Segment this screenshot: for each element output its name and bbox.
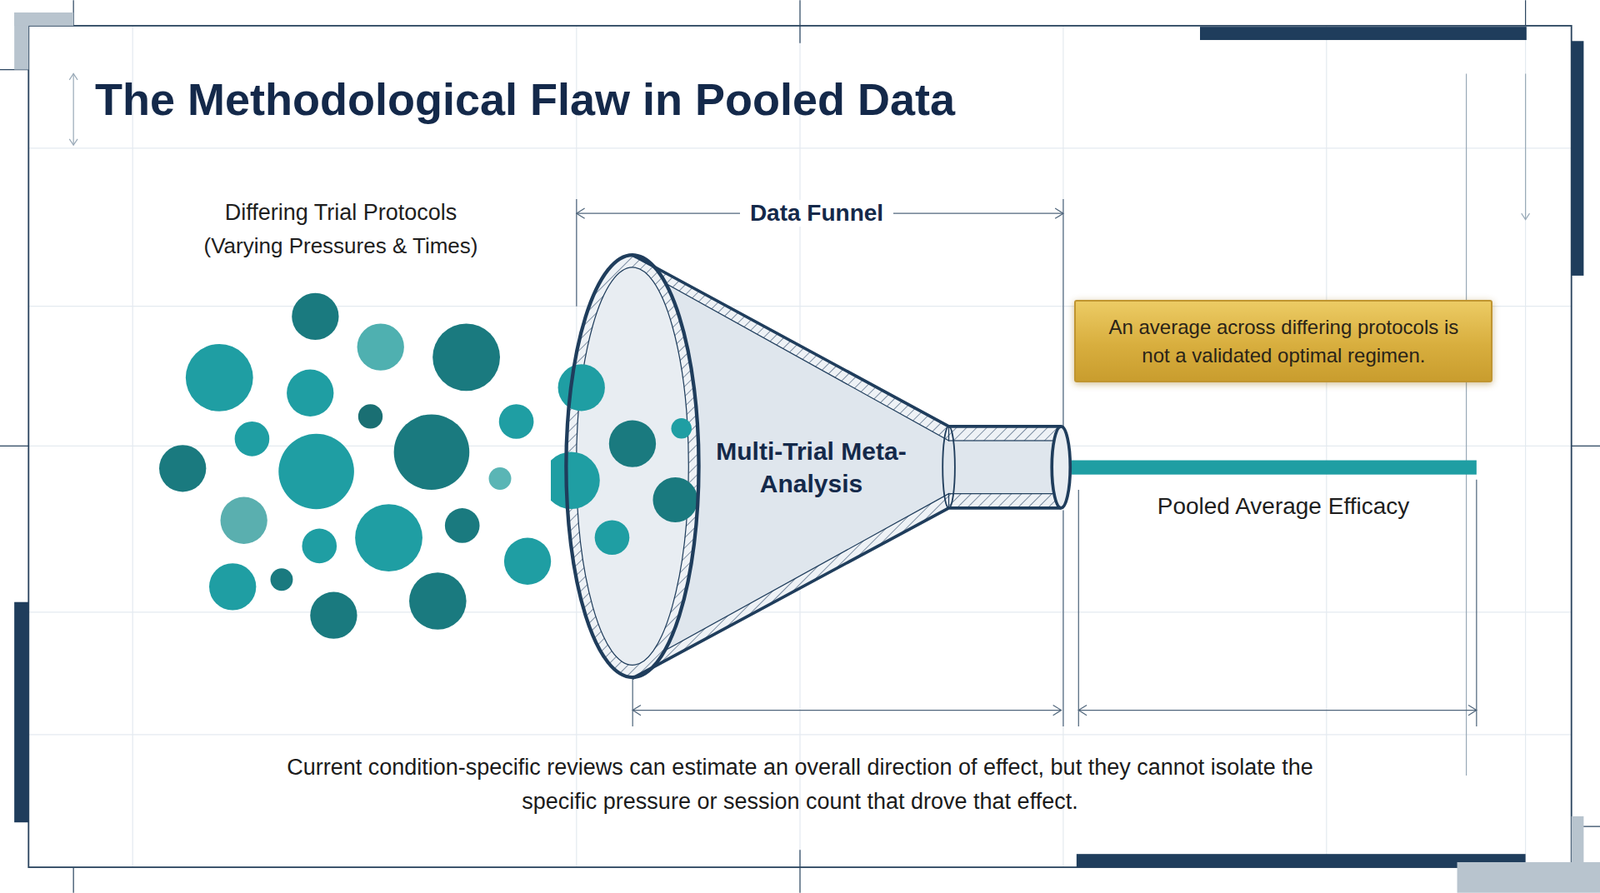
frame-border xyxy=(28,25,1571,868)
data-dot xyxy=(432,323,500,391)
tube-hatch xyxy=(949,494,1064,509)
funnel-shape xyxy=(550,250,1077,684)
data-dot xyxy=(609,420,656,467)
data-dot xyxy=(409,572,467,630)
tube-hatch xyxy=(949,426,1064,441)
title: The Methodological Flaw in Pooled Data xyxy=(95,73,955,125)
data-dot xyxy=(550,451,600,510)
data-dot xyxy=(358,404,383,429)
data-dot xyxy=(291,293,339,340)
data-dot xyxy=(159,445,206,492)
accent-bar xyxy=(14,602,29,823)
data-dot xyxy=(394,414,470,490)
data-dot xyxy=(357,323,405,370)
tube-end xyxy=(1051,426,1070,509)
corner-bar xyxy=(1571,816,1585,863)
data-dot xyxy=(278,434,355,510)
data-dot xyxy=(504,538,551,585)
callout-text-wrap: An average across differing protocols is… xyxy=(1075,303,1491,380)
accent-bar xyxy=(1200,26,1527,40)
data-dot xyxy=(653,477,699,523)
data-dot xyxy=(286,370,334,417)
data-dot xyxy=(558,364,605,411)
funnel-outline xyxy=(632,255,1061,679)
output-stream xyxy=(1071,460,1477,475)
output-label: Pooled Average Efficacy xyxy=(1157,493,1410,520)
dimension-lines xyxy=(576,199,1477,727)
dimension-ticks-faint xyxy=(69,73,1530,775)
data-dots xyxy=(159,293,551,640)
data-dot xyxy=(499,404,535,440)
accent-bar xyxy=(1571,40,1585,276)
data-dot xyxy=(489,467,512,490)
callout-box: An average across differing protocols is… xyxy=(1074,300,1493,383)
data-dot xyxy=(310,591,357,639)
tube-joint xyxy=(942,426,955,509)
corner-bar xyxy=(14,12,74,26)
caption: Current condition-specific reviews can e… xyxy=(250,750,1350,820)
callout-text: An average across differing protocols is… xyxy=(1097,313,1470,370)
data-dot xyxy=(220,497,267,545)
group-label: Differing Trial Protocols xyxy=(225,200,458,226)
group-sublabel: (Varying Pressures & Times) xyxy=(204,233,479,260)
funnel-rim-outline xyxy=(566,255,700,678)
data-dot xyxy=(185,344,254,412)
data-dot xyxy=(445,508,480,544)
data-dot xyxy=(301,529,337,565)
corner-bar xyxy=(1457,862,1600,893)
data-dot xyxy=(595,520,630,555)
data-dot xyxy=(235,421,270,457)
data-dot xyxy=(209,563,256,610)
data-dot xyxy=(270,568,293,591)
funnel-node: Multi-Trial Meta-Analysis xyxy=(550,250,1077,684)
grid-lines xyxy=(28,25,1571,868)
data-dot xyxy=(671,418,692,439)
dimension-label: Data Funnel xyxy=(740,200,894,227)
node-label: Multi-Trial Meta-Analysis xyxy=(710,435,911,500)
data-dot xyxy=(355,504,423,572)
